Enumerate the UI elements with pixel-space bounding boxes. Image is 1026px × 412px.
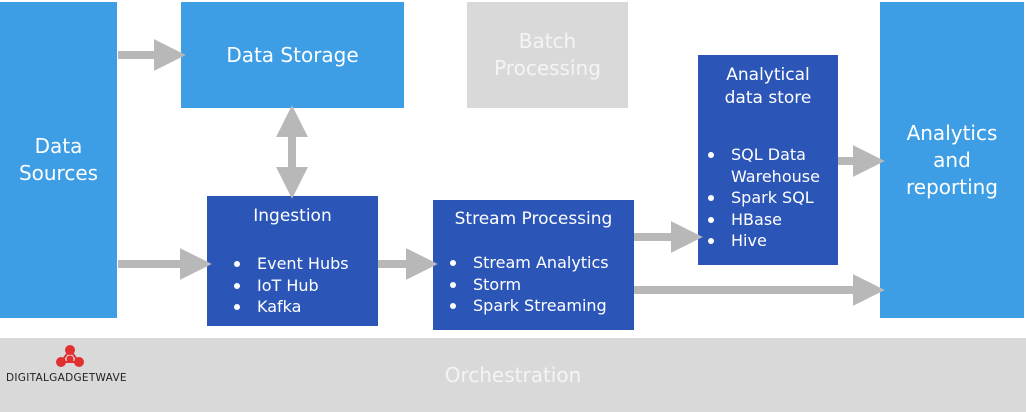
list-item: HBase bbox=[704, 209, 832, 231]
analytics-reporting-label: Analytics and reporting bbox=[905, 120, 998, 199]
analytics-reporting-node: Analytics and reporting bbox=[880, 2, 1024, 318]
data-storage-node: Data Storage bbox=[181, 2, 404, 108]
brand-name: DIGITALGADGETWAVE bbox=[6, 372, 127, 384]
list-item: Event Hubs bbox=[230, 253, 349, 275]
list-item: Storm bbox=[446, 274, 609, 296]
data-sources-node: Data Sources bbox=[0, 2, 117, 318]
list-item: Kafka bbox=[230, 296, 349, 318]
orchestration-label: Orchestration bbox=[444, 362, 582, 387]
list-item: Spark SQL bbox=[704, 187, 832, 209]
analytical-data-store-node: Analytical data store SQL Data Warehouse… bbox=[698, 55, 838, 265]
list-item: SQL Data Warehouse bbox=[704, 144, 832, 187]
ingestion-node: Ingestion Event Hubs IoT Hub Kafka bbox=[207, 196, 378, 326]
stream-processing-node: Stream Processing Stream Analytics Storm… bbox=[433, 200, 634, 330]
data-storage-label: Data Storage bbox=[226, 42, 359, 67]
brand-logo: DIGITALGADGETWAVE bbox=[6, 344, 136, 396]
list-item: Hive bbox=[704, 230, 832, 252]
stream-processing-list: Stream Analytics Storm Spark Streaming bbox=[446, 252, 609, 317]
list-item: Stream Analytics bbox=[446, 252, 609, 274]
ingestion-list: Event Hubs IoT Hub Kafka bbox=[230, 253, 349, 318]
orchestration-bar: Orchestration bbox=[0, 338, 1026, 412]
stream-processing-title: Stream Processing bbox=[454, 209, 613, 229]
data-sources-label: Data Sources bbox=[18, 134, 99, 185]
list-item: Spark Streaming bbox=[446, 295, 609, 317]
list-item: IoT Hub bbox=[230, 275, 349, 297]
analytical-data-store-list: SQL Data Warehouse Spark SQL HBase Hive bbox=[704, 144, 832, 252]
network-nodes-icon bbox=[56, 345, 84, 367]
analytical-data-store-title: Analytical data store bbox=[724, 65, 812, 108]
ingestion-title: Ingestion bbox=[253, 206, 332, 226]
batch-processing-label: Batch Processing bbox=[494, 29, 601, 80]
batch-processing-node: Batch Processing bbox=[467, 2, 628, 108]
